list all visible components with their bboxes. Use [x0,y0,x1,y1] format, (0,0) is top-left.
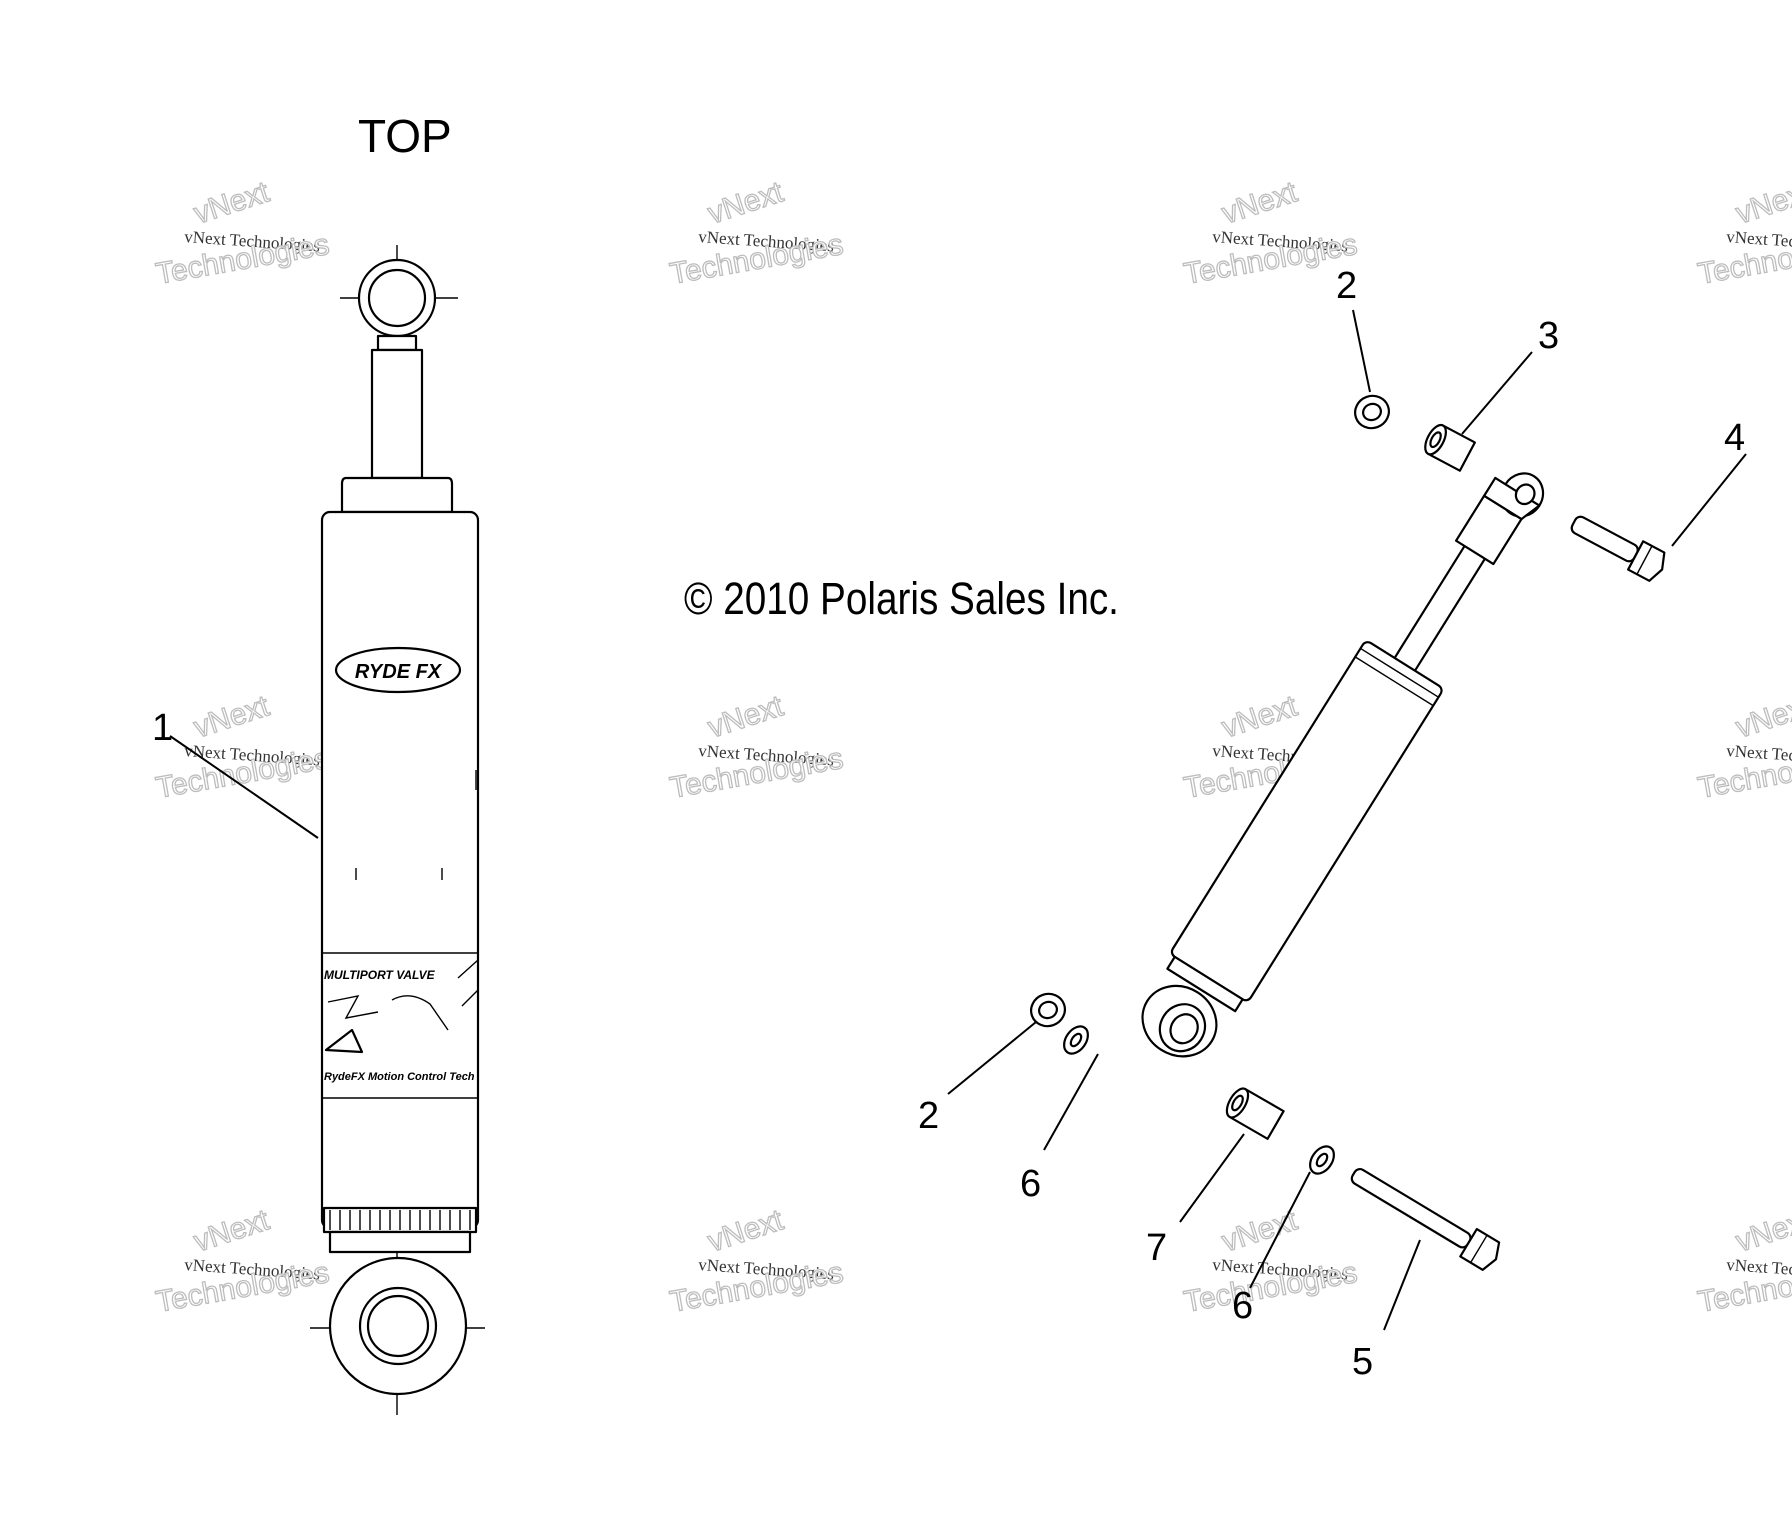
callout-6-upper: 6 [1020,1163,1041,1205]
watermark-arc: vNext [190,1203,274,1258]
watermark-arc: vNext [1732,175,1792,230]
callout-1: 1 [152,707,173,749]
shock-front-view: RYDE FX MULTIPORT VALVE RydeFX Motion Co… [310,245,485,1415]
callout-6-lower: 6 [1232,1285,1253,1327]
watermark-arc: vNext [190,689,274,744]
callout-5: 5 [1352,1341,1373,1383]
decal-band-title: MULTIPORT VALVE [324,968,436,982]
callout-2-bottom: 2 [918,1095,939,1137]
shock-exploded-view [1030,394,1666,1271]
decal-band-footer: RydeFX Motion Control Tech [324,1071,475,1083]
watermark-arc: vNext [704,689,788,744]
leader-lines [169,309,1747,1331]
watermark-arc: vNext [1732,689,1792,744]
callout-3: 3 [1538,315,1559,357]
callout-7: 7 [1146,1227,1167,1269]
watermark-arc: vNext [1218,175,1302,230]
watermark-arc: vNext [1732,1203,1792,1258]
decal-logo: RYDE FX [355,661,443,683]
callout-numbers: 1 2 3 4 2 6 7 6 5 [152,265,1745,1383]
watermark-arc: vNext [704,175,788,230]
copyright-text: © 2010 Polaris Sales Inc. [684,573,1119,623]
top-label: TOP [358,110,452,162]
watermark-arc: vNext [190,175,274,230]
rydefx-logo-icon [334,646,462,694]
watermark-arc: vNext [704,1203,788,1258]
callout-4: 4 [1724,417,1745,459]
watermark-arc: vNext [1218,689,1302,744]
callout-2-top: 2 [1336,265,1357,307]
